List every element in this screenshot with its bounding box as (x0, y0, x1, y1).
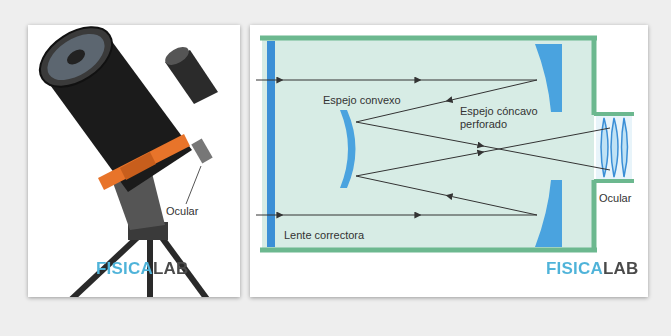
watermark: FISICALAB (96, 262, 188, 275)
part-label: Ocular (599, 192, 631, 205)
part-label: Espejo convexo (321, 94, 403, 107)
part-label: Lente correctora (282, 229, 366, 242)
telescope-photo (29, 25, 218, 297)
part-label: Ocular (166, 205, 198, 218)
part-label: Espejo cóncavo perforado (458, 105, 546, 131)
schmidt-cassegrain-section (256, 36, 634, 252)
watermark: FISICALAB (546, 262, 638, 275)
